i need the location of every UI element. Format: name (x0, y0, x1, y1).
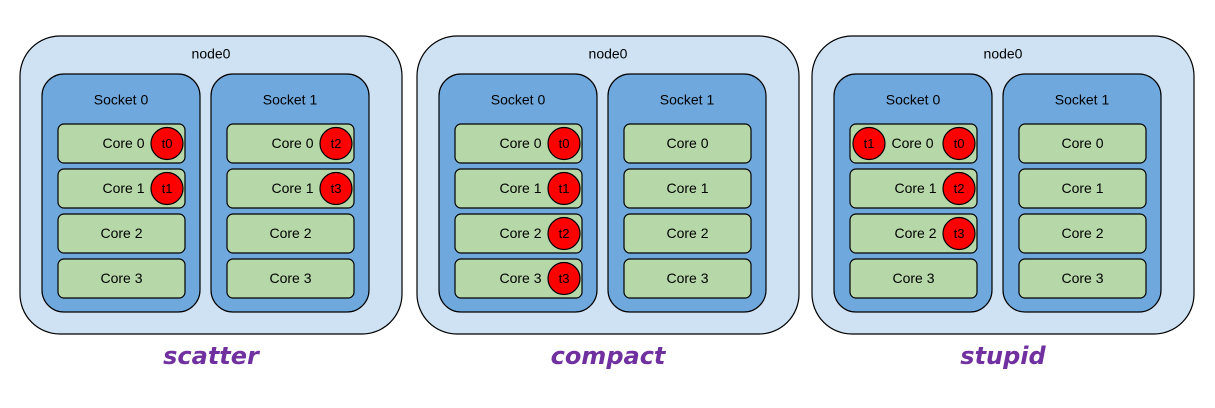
core-0-0-box (454, 123, 583, 164)
core-0-3-label: Core 3 (892, 270, 934, 286)
thread-t1-label: t1 (162, 181, 173, 196)
thread-t3-label: t3 (954, 226, 965, 241)
core-1-3-box (1018, 258, 1147, 299)
core-1-0-box (623, 123, 752, 164)
node-label: node0 (589, 46, 628, 62)
core-1-0-label: Core 0 (1061, 135, 1103, 151)
socket-1-label: Socket 1 (263, 92, 318, 108)
thread-t0-marker (547, 126, 581, 161)
socket-0-label: Socket 0 (491, 92, 546, 108)
core-0-2-box (57, 213, 186, 254)
core-0-0-label: Core 0 (499, 135, 541, 151)
core-1-1-label: Core 1 (666, 180, 708, 196)
thread-t0-label: t0 (162, 136, 173, 151)
core-1-0-box (1018, 123, 1147, 164)
core-0-2-label: Core 2 (894, 225, 936, 241)
thread-t1-marker (852, 126, 886, 161)
core-0-1-label: Core 1 (894, 180, 936, 196)
core-0-1-label: Core 1 (499, 180, 541, 196)
socket-0-label: Socket 0 (94, 92, 149, 108)
thread-t0-marker (942, 126, 976, 161)
thread-t1-label: t1 (559, 181, 570, 196)
core-0-1-box (454, 168, 583, 209)
core-0-3-box (57, 258, 186, 299)
core-0-1-box (849, 168, 978, 209)
core-0-0-box (57, 123, 186, 164)
caption-compact: compact (551, 342, 667, 370)
core-1-3-label: Core 3 (269, 270, 311, 286)
core-1-1-box (1018, 168, 1147, 209)
core-1-1-label: Core 1 (1061, 180, 1103, 196)
thread-t2-label: t2 (954, 181, 965, 196)
thread-t2-label: t2 (331, 136, 342, 151)
core-0-1-label: Core 1 (102, 180, 144, 196)
core-0-1-box (57, 168, 186, 209)
core-1-0-box (226, 123, 355, 164)
thread-t1-marker (150, 171, 184, 206)
thread-t3-marker (319, 171, 353, 206)
thread-t3-label: t3 (331, 181, 342, 196)
core-0-3-label: Core 3 (499, 270, 541, 286)
thread-t2-marker (319, 126, 353, 161)
caption-scatter: scatter (163, 342, 261, 370)
thread-t0-marker (150, 126, 184, 161)
core-1-2-box (226, 213, 355, 254)
core-1-3-label: Core 3 (1061, 270, 1103, 286)
thread-t2-label: t2 (559, 226, 570, 241)
core-1-1-box (226, 168, 355, 209)
thread-t2-marker (547, 216, 581, 251)
core-1-3-box (226, 258, 355, 299)
thread-t0-label: t0 (954, 136, 965, 151)
core-0-3-box (454, 258, 583, 299)
thread-t3-marker (547, 261, 581, 296)
core-0-2-label: Core 2 (499, 225, 541, 241)
core-1-2-label: Core 2 (269, 225, 311, 241)
core-1-3-box (623, 258, 752, 299)
core-0-2-label: Core 2 (100, 225, 142, 241)
thread-t2-marker (942, 171, 976, 206)
core-1-0-label: Core 0 (666, 135, 708, 151)
socket-1-label: Socket 1 (660, 92, 715, 108)
node-label: node0 (192, 46, 231, 62)
thread-t3-label: t3 (559, 271, 570, 286)
core-0-3-label: Core 3 (100, 270, 142, 286)
caption-stupid: stupid (960, 342, 1046, 370)
core-1-2-box (1018, 213, 1147, 254)
core-1-0-label: Core 0 (271, 135, 313, 151)
core-0-0-label: Core 0 (102, 135, 144, 151)
core-1-2-label: Core 2 (1061, 225, 1103, 241)
core-1-1-label: Core 1 (271, 180, 313, 196)
thread-t3-marker (942, 216, 976, 251)
thread-t1-label: t1 (864, 136, 875, 151)
core-0-0-label: Core 0 (891, 135, 933, 151)
core-0-2-box (454, 213, 583, 254)
core-1-1-box (623, 168, 752, 209)
core-1-2-box (623, 213, 752, 254)
socket-1-label: Socket 1 (1055, 92, 1110, 108)
socket-0-label: Socket 0 (886, 92, 941, 108)
core-0-2-box (849, 213, 978, 254)
core-0-3-box (849, 258, 978, 299)
thread-t0-label: t0 (559, 136, 570, 151)
thread-t1-marker (547, 171, 581, 206)
core-1-2-label: Core 2 (666, 225, 708, 241)
core-1-3-label: Core 3 (666, 270, 708, 286)
node-label: node0 (984, 46, 1023, 62)
